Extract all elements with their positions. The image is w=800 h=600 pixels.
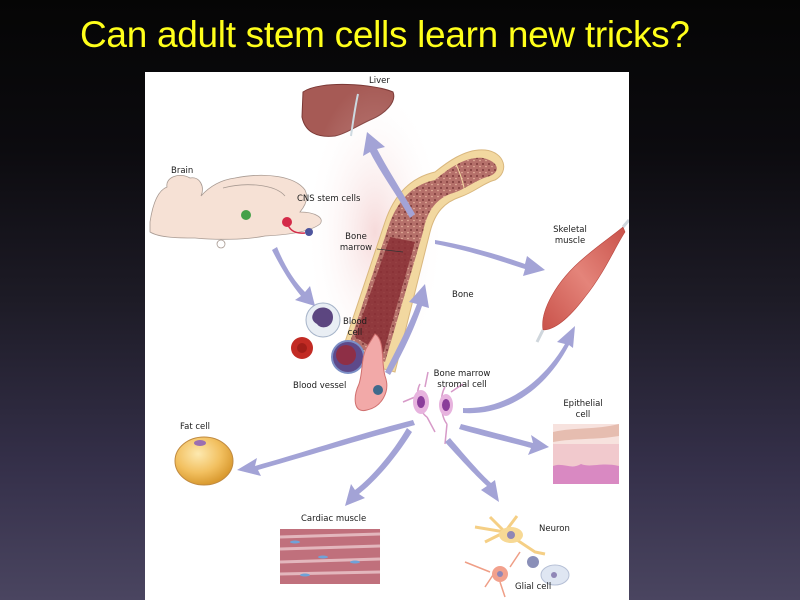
differentiation-arrows [237, 132, 575, 506]
brain-illustration [149, 174, 322, 249]
bone-marrow-leader-line [376, 248, 404, 253]
blood-vessel-illustration [354, 333, 388, 412]
label-blood-cell: Blood cell [343, 317, 367, 338]
neural-cells-illustration [464, 515, 570, 598]
blood-cells-illustration [291, 302, 365, 374]
fat-cell-illustration [174, 436, 234, 486]
label-cns-stem-cells: CNS stem cells [297, 194, 361, 204]
label-glial-cell: Glial cell [515, 582, 552, 592]
skeletal-muscle-illustration [535, 219, 629, 343]
label-epithelial-cell: Epithelial cell [563, 399, 603, 420]
label-brain: Brain [171, 166, 194, 176]
arrow-to-blood-cell-icon [272, 247, 315, 306]
label-liver: Liver [369, 76, 390, 86]
bone-illustration [305, 82, 505, 382]
cardiac-muscle-illustration [279, 529, 381, 584]
stromal-cells-illustration [402, 371, 464, 445]
label-bone-marrow: Bone marrow [339, 232, 373, 253]
label-cardiac-muscle: Cardiac muscle [301, 514, 367, 524]
label-fat-cell: Fat cell [180, 422, 210, 432]
label-bone: Bone [452, 290, 474, 300]
epithelial-cell-illustration [553, 424, 619, 484]
label-bone-marrow-stromal-cell: Bone marrow stromal cell [433, 369, 491, 390]
arrow-to-epithelial-icon [459, 424, 549, 455]
slide-title: Can adult stem cells learn new tricks? [80, 14, 690, 55]
arrow-to-neuron-icon [445, 438, 499, 502]
stem-cell-diagram: Liver Brain CNS stem cells Bone marrow S… [145, 72, 629, 600]
label-neuron: Neuron [539, 524, 570, 534]
arrow-to-fat-cell-icon [237, 420, 415, 476]
arrow-to-liver-icon [363, 132, 415, 218]
diagram-illustration [149, 82, 629, 598]
arrow-to-skeletal-muscle-icon [435, 240, 545, 276]
label-skeletal-muscle: Skeletal muscle [553, 225, 587, 246]
arrow-to-bone-icon [385, 284, 429, 375]
label-blood-vessel: Blood vessel [293, 381, 347, 391]
arrow-to-cardiac-muscle-icon [345, 428, 412, 506]
arrow-stromal-to-muscle-icon [463, 326, 575, 414]
